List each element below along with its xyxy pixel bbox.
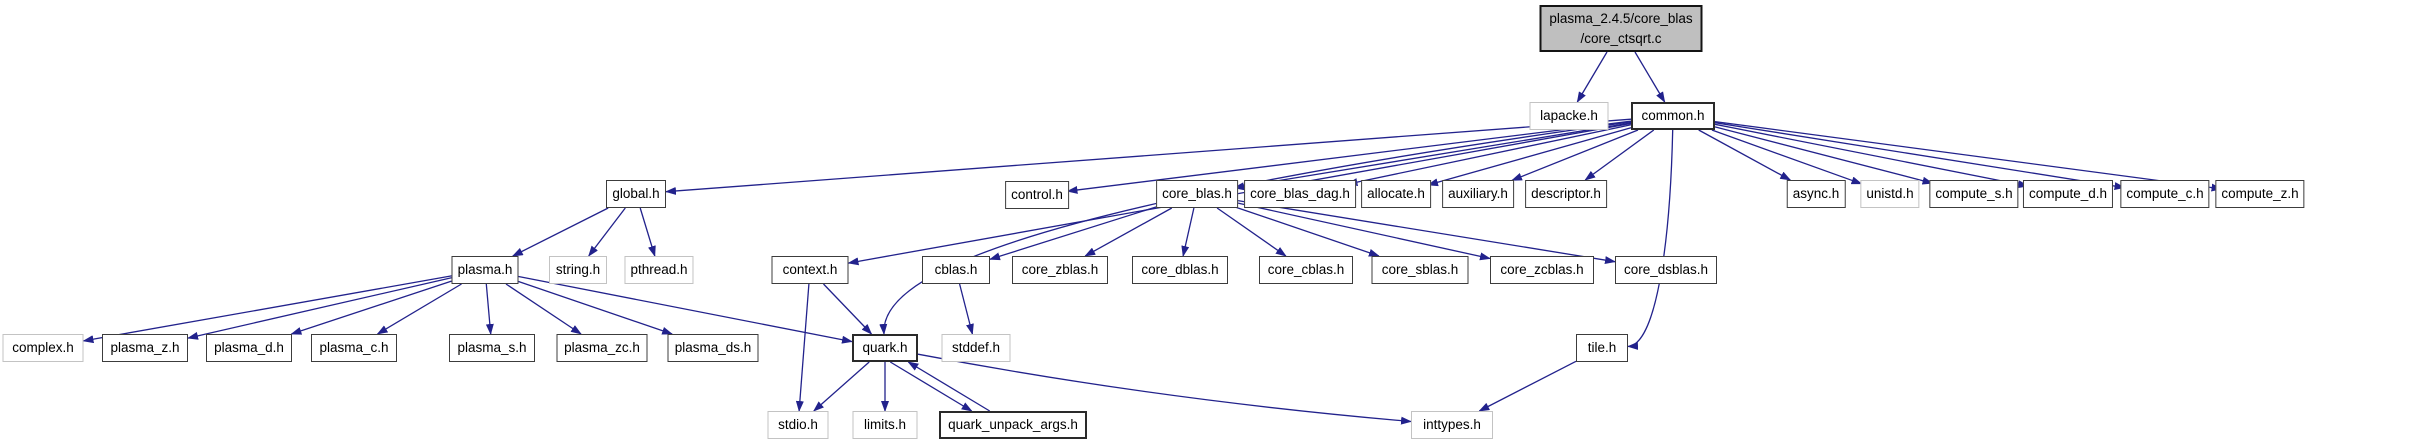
edge-plasma-plasma_zc [505, 283, 582, 335]
edge-plasma-complex [82, 275, 452, 344]
graph-node-core_sblas[interactable]: core_sblas.h [1371, 256, 1469, 284]
edge-common-unistd [1711, 129, 1863, 185]
graph-node-descriptor[interactable]: descriptor.h [1525, 180, 1607, 208]
edge-global-pthread [639, 207, 656, 257]
graph-node-root: plasma_2.4.5/core_blas /core_ctsqrt.c [1539, 5, 1703, 52]
graph-node-complex[interactable]: complex.h [2, 334, 84, 362]
edge-context-stdio [795, 283, 810, 412]
edge-core_blas-cblas [989, 205, 1161, 261]
edge-common-quark [879, 121, 1632, 335]
graph-node-limits[interactable]: limits.h [852, 411, 918, 439]
graph-node-async[interactable]: async.h [1786, 180, 1846, 208]
edge-root-lapacke [1576, 51, 1608, 103]
graph-node-compute_d[interactable]: compute_d.h [2022, 180, 2114, 208]
graph-node-plasma[interactable]: plasma.h [451, 256, 519, 284]
edge-global-string [588, 207, 626, 257]
graph-node-core_dsblas[interactable]: core_dsblas.h [1615, 256, 1717, 284]
edge-plasma-plasma_ds [518, 280, 674, 335]
edge-plasma-plasma_s [485, 283, 494, 335]
edge-tile-inttypes [1478, 360, 1577, 412]
edge-core_blas-core_sblas [1233, 205, 1380, 257]
edge-plasma-quark [518, 275, 853, 344]
graph-node-inttypes[interactable]: inttypes.h [1411, 411, 1493, 439]
edge-common-core_blas [1233, 122, 1632, 191]
graph-node-plasma_ds[interactable]: plasma_ds.h [667, 334, 759, 362]
graph-node-core_cblas[interactable]: core_cblas.h [1259, 256, 1353, 284]
edge-quark-inttypes [917, 353, 1412, 425]
edge-plasma-plasma_c [376, 283, 462, 335]
graph-node-plasma_z[interactable]: plasma_z.h [102, 334, 188, 362]
graph-node-stddef[interactable]: stddef.h [941, 334, 1011, 362]
edge-common-compute_s [1714, 126, 1934, 185]
graph-node-global[interactable]: global.h [606, 180, 666, 208]
edge-common-allocate [1427, 127, 1632, 187]
edge-cblas-stddef [958, 283, 974, 335]
edge-plasma-plasma_z [187, 277, 452, 340]
graph-node-plasma_s[interactable]: plasma_s.h [449, 334, 535, 362]
edge-common-context [847, 122, 1632, 266]
edge-core_blas-core_zcblas [1233, 201, 1491, 261]
graph-node-pthread[interactable]: pthread.h [624, 256, 694, 284]
edge-quark_unpack_args-quark [907, 361, 991, 412]
edge-quark-quark_unpack_args [889, 361, 973, 412]
edge-common-global [665, 118, 1632, 195]
edge-common-auxiliary [1511, 129, 1639, 182]
graph-node-control[interactable]: control.h [1005, 181, 1069, 209]
graph-node-stdio[interactable]: stdio.h [767, 411, 829, 439]
edge-root-common [1634, 51, 1666, 103]
graph-node-cblas[interactable]: cblas.h [922, 256, 990, 284]
edge-core_blas-core_zblas [1084, 207, 1173, 257]
edge-plasma-plasma_d [290, 280, 452, 335]
edge-core_blas-core_dblas [1181, 207, 1195, 257]
graph-node-context[interactable]: context.h [771, 256, 849, 284]
graph-node-quark_unpack_args[interactable]: quark_unpack_args.h [939, 411, 1087, 439]
edge-common-descriptor [1584, 129, 1655, 181]
edge-common-core_blas_dag [1346, 124, 1632, 186]
graph-node-quark[interactable]: quark.h [852, 334, 918, 362]
graph-node-common[interactable]: common.h [1631, 102, 1715, 130]
graph-node-compute_z[interactable]: compute_z.h [2215, 180, 2305, 208]
graph-node-core_blas[interactable]: core_blas.h [1156, 180, 1238, 208]
edge-core_blas-core_cblas [1216, 207, 1287, 257]
edge-common-tile [1627, 129, 1674, 350]
edge-quark-stdio [813, 361, 870, 412]
edge-context-quark [823, 283, 873, 335]
graph-node-auxiliary[interactable]: auxiliary.h [1442, 180, 1514, 208]
edge-core_blas-core_dsblas [1233, 199, 1616, 265]
graph-node-unistd[interactable]: unistd.h [1860, 180, 1920, 208]
edge-common-compute_c [1714, 122, 2126, 190]
edge-common-compute_z [1714, 120, 2223, 192]
graph-node-core_zcblas[interactable]: core_zcblas.h [1490, 256, 1594, 284]
graph-node-core_blas_dag[interactable]: core_blas_dag.h [1244, 180, 1356, 208]
graph-node-core_dblas[interactable]: core_dblas.h [1132, 256, 1228, 284]
graph-node-string[interactable]: string.h [549, 256, 607, 284]
edge-common-async [1698, 129, 1792, 181]
graph-node-compute_s[interactable]: compute_s.h [1929, 180, 2019, 208]
graph-node-core_zblas[interactable]: core_zblas.h [1012, 256, 1108, 284]
edge-global-plasma [511, 207, 609, 257]
graph-node-plasma_zc[interactable]: plasma_zc.h [556, 334, 648, 362]
graph-node-lapacke[interactable]: lapacke.h [1529, 102, 1609, 130]
graph-node-plasma_d[interactable]: plasma_d.h [206, 334, 292, 362]
graph-node-compute_c[interactable]: compute_c.h [2120, 180, 2210, 208]
graph-node-allocate[interactable]: allocate.h [1361, 180, 1431, 208]
edge-common-control [1066, 120, 1632, 194]
edge-common-compute_d [1714, 123, 2029, 189]
graph-node-tile[interactable]: tile.h [1576, 334, 1628, 362]
graph-node-plasma_c[interactable]: plasma_c.h [311, 334, 397, 362]
